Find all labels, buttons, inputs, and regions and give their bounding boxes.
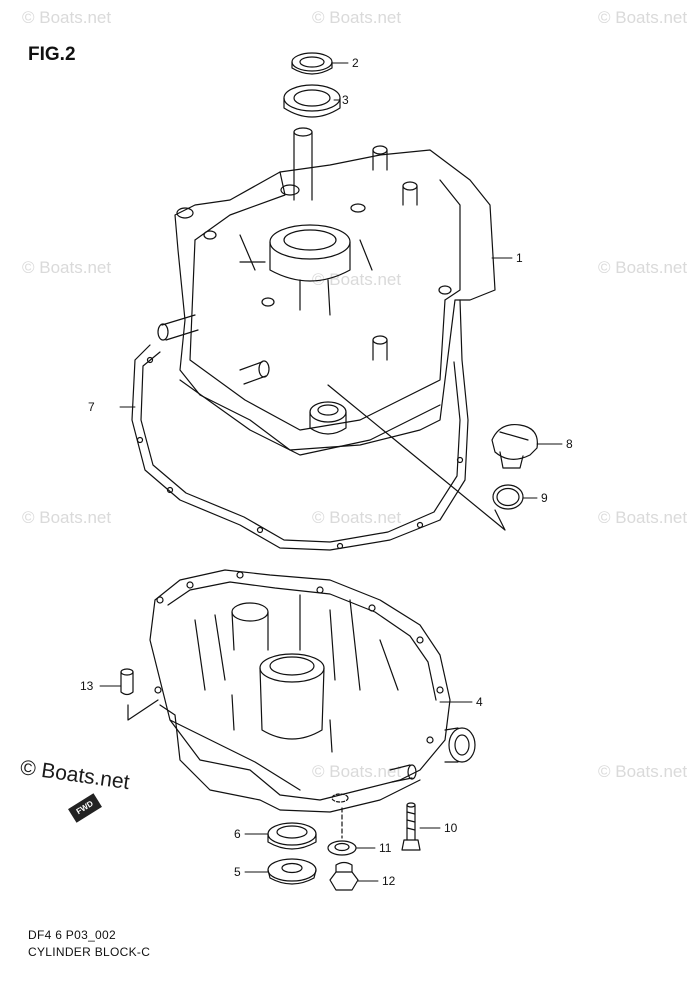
callout-4: 4: [476, 695, 483, 709]
part-2-oil-seal[interactable]: [291, 52, 333, 75]
part-12-drain-plug[interactable]: [329, 861, 359, 891]
watermark: © Boats.net: [312, 270, 402, 289]
part-11-washer[interactable]: [327, 840, 357, 856]
callout-6: 6: [234, 827, 241, 841]
watermark: © Boats.net: [598, 508, 688, 527]
callout-2: 2: [352, 56, 359, 70]
part-7-gasket[interactable]: [131, 299, 469, 551]
callout-numbers: 2 3 1 7 8 9 4 13 10 11 12 6 5: [80, 56, 573, 888]
callout-12: 12: [382, 874, 396, 888]
part-3-bearing[interactable]: [283, 84, 341, 118]
part-13-dowel-pin[interactable]: [120, 668, 134, 696]
callout-3: 3: [342, 93, 349, 107]
part-8-oil-plug[interactable]: [491, 423, 538, 469]
part-6-oil-seal[interactable]: [267, 822, 317, 850]
watermark: © Boats.net: [312, 762, 402, 781]
watermark: © Boats.net: [598, 258, 688, 277]
caption-code: DF4 6 P03_002: [28, 928, 116, 942]
watermark: © Boats.net: [22, 508, 112, 527]
watermark: © Boats.net: [22, 8, 112, 27]
caption-title: CYLINDER BLOCK-C: [28, 945, 151, 959]
part-4-crankcase[interactable]: [149, 569, 476, 813]
callout-1: 1: [516, 251, 523, 265]
watermark: © Boats.net: [598, 8, 688, 27]
callout-13: 13: [80, 679, 94, 693]
watermark: © Boats.net: [598, 762, 688, 781]
callout-7: 7: [88, 400, 95, 414]
part-10-bolt[interactable]: [401, 802, 421, 851]
assembly-guide-line: [327, 384, 506, 531]
callout-11: 11: [379, 841, 392, 855]
watermark: © Boats.net: [312, 8, 402, 27]
part-5-seal-cap[interactable]: [267, 858, 317, 885]
callout-8: 8: [566, 437, 573, 451]
callout-10: 10: [444, 821, 458, 835]
part-9-o-ring[interactable]: [492, 484, 524, 510]
watermark: © Boats.net: [22, 258, 112, 277]
part-1-cylinder-block[interactable]: [157, 127, 496, 456]
figure-label: FIG.2: [28, 44, 76, 65]
watermark: © Boats.net: [312, 508, 402, 527]
callout-leaders: [99, 62, 563, 882]
dowel-guide-line: [127, 699, 159, 721]
callout-9: 9: [541, 491, 548, 505]
callout-5: 5: [234, 865, 241, 879]
